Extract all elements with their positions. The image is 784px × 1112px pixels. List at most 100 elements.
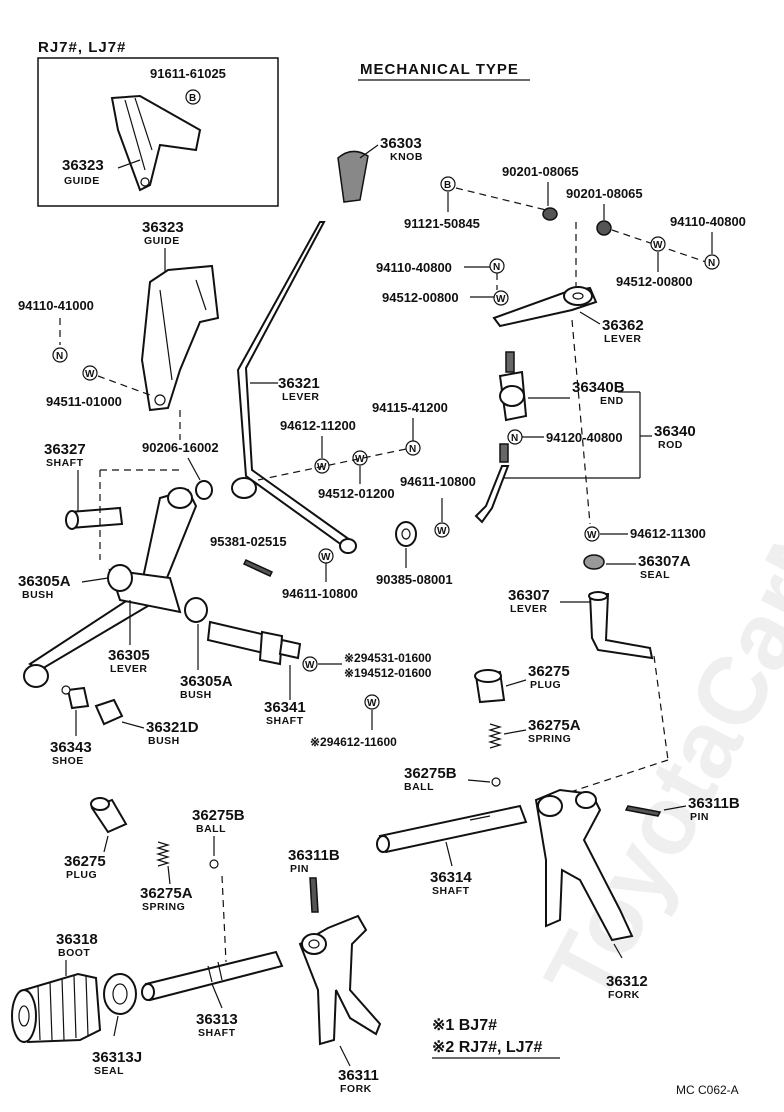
fastener-f7: 94512-00800 <box>616 274 693 289</box>
bush-mid-no: 36305A <box>180 673 233 690</box>
shoe-drawing <box>61 685 90 710</box>
spring-left-no: 36275A <box>140 885 193 902</box>
svg-text:W: W <box>367 698 377 709</box>
fastener-f12: 94115-41200 <box>372 400 448 415</box>
nut-94110-left: N <box>489 258 505 274</box>
fork-36311-drawing <box>298 914 382 1046</box>
inset-bolt-label: 91611-61025 <box>150 66 226 81</box>
bush-mid-name: BUSH <box>180 689 212 701</box>
shaft-36341-name: SHAFT <box>266 715 304 727</box>
svg-text:N: N <box>493 262 500 273</box>
washer-90201-b <box>596 220 612 236</box>
plug-left-name: PLUG <box>66 869 97 881</box>
diagram-code: MC C062-A <box>676 1083 739 1097</box>
spring-right-drawing <box>487 723 503 749</box>
footnote-1: ※1 BJ7# <box>432 1017 497 1034</box>
fastener-f6: 94512-00800 <box>382 290 459 305</box>
guide-bracket-drawing <box>140 264 220 412</box>
svg-text:N: N <box>511 433 518 444</box>
svg-text:B: B <box>189 93 196 104</box>
rod-name: ROD <box>658 439 683 451</box>
plug-right-no: 36275 <box>528 663 570 680</box>
lever-36307-drawing <box>588 591 654 660</box>
seal-36313j-no: 36313J <box>92 1049 142 1066</box>
ball-left-drawing <box>209 859 219 869</box>
boot-name: BOOT <box>58 947 90 959</box>
bush-36321d-drawing <box>94 698 124 726</box>
shift-lever-drawing <box>231 221 357 554</box>
fastener-f18: 90385-08001 <box>376 572 453 587</box>
ball-right-drawing <box>491 777 501 787</box>
washer-94512-left: W <box>493 290 509 306</box>
fastener-f9: 94511-01000 <box>46 394 122 409</box>
bush-36321d-no: 36321D <box>146 719 199 736</box>
svg-text:W: W <box>355 454 365 465</box>
pin-95381 <box>242 559 274 577</box>
pin-left-drawing <box>309 877 319 913</box>
pin-right-drawing <box>624 805 662 817</box>
inset-part-no: 36323 <box>62 157 104 174</box>
nut-94110-right: N <box>704 254 720 270</box>
fastener-f22: ※294612-11600 <box>310 735 397 749</box>
ball-left-no: 36275B <box>192 807 245 824</box>
svg-text:W: W <box>653 240 663 251</box>
inset-guide-bracket <box>110 94 202 192</box>
washer-294612: W <box>364 694 380 710</box>
pin-left-no: 36311B <box>288 847 340 864</box>
svg-text:W: W <box>496 294 506 305</box>
end-36340b-drawing <box>498 351 528 422</box>
fastener-f21: ※194512-01600 <box>344 666 432 680</box>
fork-36312-drawing <box>534 788 634 942</box>
guide-no: 36323 <box>142 219 184 236</box>
svg-text:W: W <box>437 526 447 537</box>
plug-left-no: 36275 <box>64 853 106 870</box>
lever-36362-drawing <box>492 286 598 328</box>
fastener-f4: 94110-40800 <box>670 214 746 229</box>
lever-36321-no: 36321 <box>278 375 320 392</box>
shaft-36327-drawing <box>65 506 124 530</box>
fork-36311-no: 36311 <box>338 1067 379 1084</box>
fastener-f3: 90201-08065 <box>566 186 643 201</box>
shoe-name: SHOE <box>52 755 84 767</box>
lever-36362-no: 36362 <box>602 317 644 334</box>
washer-294531: W <box>302 656 318 672</box>
shaft-36314-no: 36314 <box>430 869 472 886</box>
knob-drawing <box>337 150 369 203</box>
knob-name: KNOB <box>390 151 423 163</box>
seal-36307a-no: 36307A <box>638 553 691 570</box>
bush-left-name: BUSH <box>22 589 54 601</box>
fastener-f1: 91121-50845 <box>404 216 480 231</box>
bolt-marker: B <box>185 89 201 105</box>
lever-36362-name: LEVER <box>604 333 642 345</box>
fastener-f11: 94612-11200 <box>280 418 356 433</box>
plug-right-drawing <box>474 669 506 704</box>
svg-text:W: W <box>85 369 95 380</box>
washer-94611-10800-b: W <box>434 522 450 538</box>
shaft-36313-drawing <box>141 950 284 1002</box>
svg-text:W: W <box>317 462 327 473</box>
lever-36307-no: 36307 <box>508 587 550 604</box>
watermark: ToyotaCarMine.ru <box>525 255 784 1020</box>
seal-36313j-name: SEAL <box>94 1065 124 1077</box>
shoe-no: 36343 <box>50 739 92 756</box>
rod-no: 36340 <box>654 423 696 440</box>
shaft-36313-no: 36313 <box>196 1011 238 1028</box>
svg-text:B: B <box>444 180 451 191</box>
knob-no: 36303 <box>380 135 422 152</box>
fastener-f2: 90201-08065 <box>502 164 579 179</box>
spring-left-drawing <box>155 841 171 867</box>
end-name: END <box>600 395 624 407</box>
lever-36305-no: 36305 <box>108 647 150 664</box>
svg-text:W: W <box>305 660 315 671</box>
boot-no: 36318 <box>56 931 98 948</box>
fork-36312-name: FORK <box>608 989 640 1001</box>
plug-left-drawing <box>90 797 128 834</box>
svg-text:N: N <box>409 444 416 455</box>
fastener-f8: 94110-41000 <box>18 298 94 313</box>
fastener-f19: 94611-10800 <box>282 586 358 601</box>
washer-94611-10800-a: W <box>318 548 334 564</box>
washer-marker: W <box>82 365 98 381</box>
shaft-36327-no: 36327 <box>44 441 86 458</box>
washer-94512-right: W <box>650 236 666 252</box>
